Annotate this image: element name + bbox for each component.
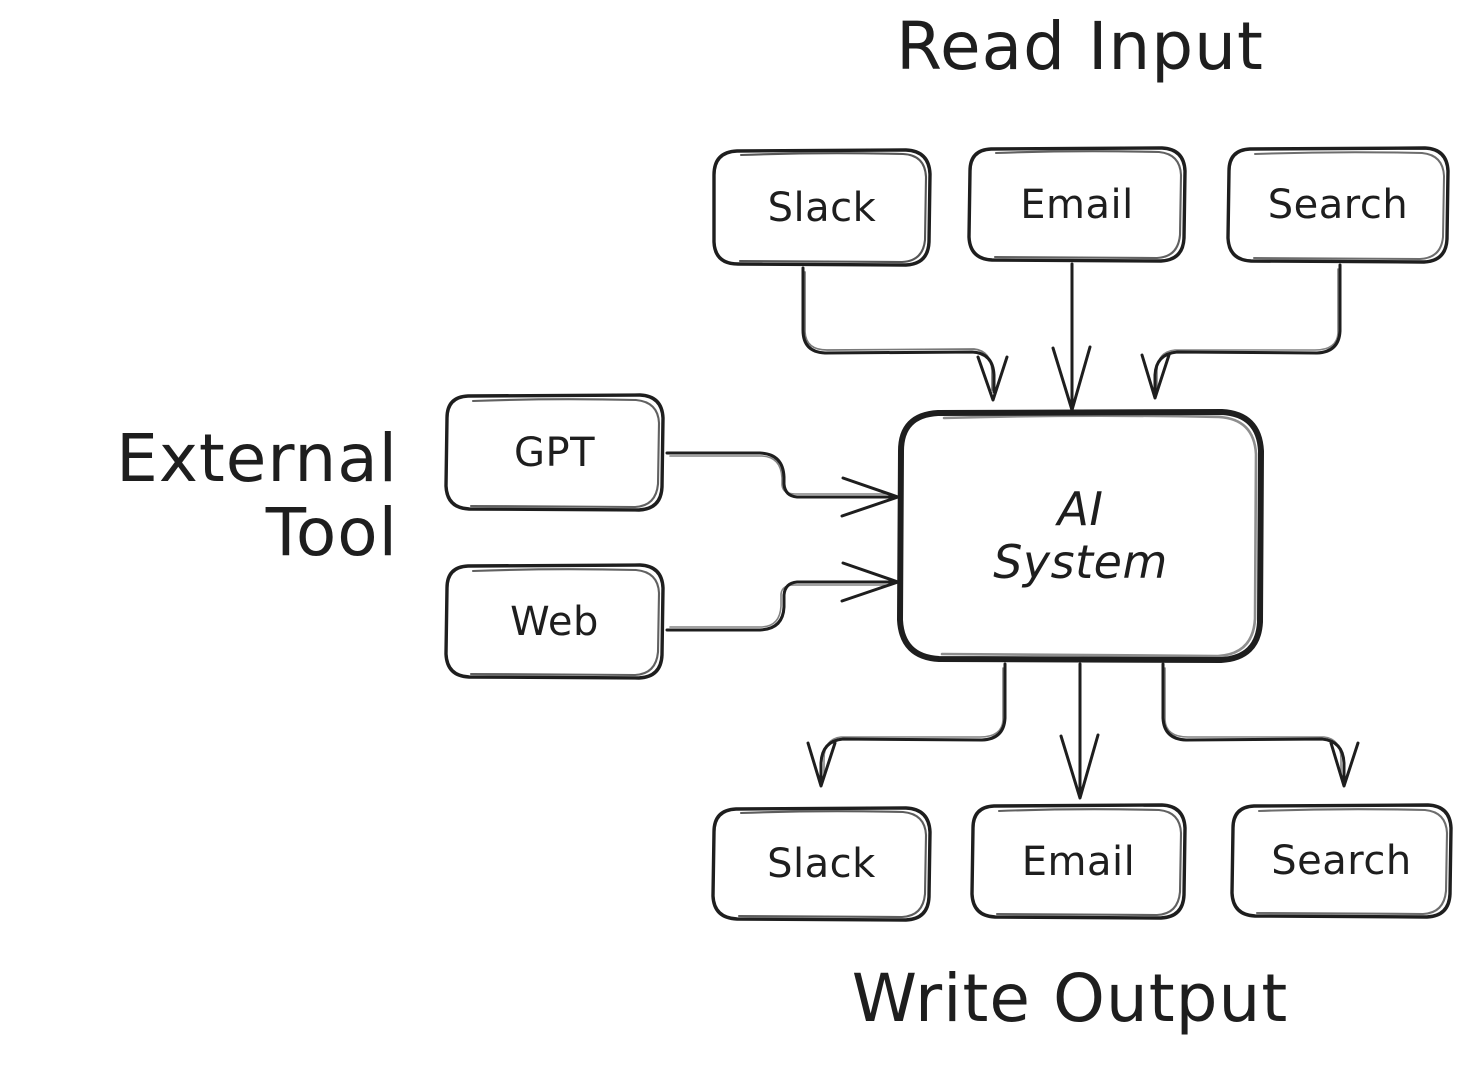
edge-web-to-ai: [665, 561, 900, 632]
edge-email-in-to-ai: [1051, 262, 1092, 412]
node-output-slack-hit[interactable]: [713, 808, 930, 920]
edge-slack-in-to-ai: [801, 266, 1009, 402]
node-ai-system[interactable]: [897, 409, 1264, 663]
edge-ai-to-email-out: [1059, 662, 1100, 800]
edge-gpt-to-ai: [665, 451, 900, 518]
node-output-email-hit[interactable]: [972, 805, 1185, 918]
node-input-search-hit[interactable]: [1228, 148, 1448, 262]
node-input-email[interactable]: [967, 146, 1187, 263]
node-external-gpt-hit[interactable]: [446, 395, 663, 510]
node-output-email[interactable]: [970, 803, 1187, 920]
node-output-search-hit[interactable]: [1232, 805, 1451, 916]
node-external-web-hit[interactable]: [446, 565, 663, 678]
node-input-slack-hit[interactable]: [714, 150, 930, 265]
edge-search-in-to-ai: [1140, 263, 1342, 400]
node-external-web[interactable]: [444, 563, 665, 680]
node-output-slack[interactable]: [711, 806, 932, 922]
edge-ai-to-search-out: [1161, 662, 1360, 788]
node-input-search[interactable]: [1226, 146, 1450, 264]
node-input-email-hit[interactable]: [969, 148, 1185, 261]
node-input-slack[interactable]: [712, 148, 932, 267]
node-ai-system-hit[interactable]: [900, 412, 1261, 660]
node-external-gpt[interactable]: [444, 393, 665, 512]
node-output-search[interactable]: [1230, 803, 1453, 919]
edge-ai-to-slack-out: [806, 662, 1007, 788]
